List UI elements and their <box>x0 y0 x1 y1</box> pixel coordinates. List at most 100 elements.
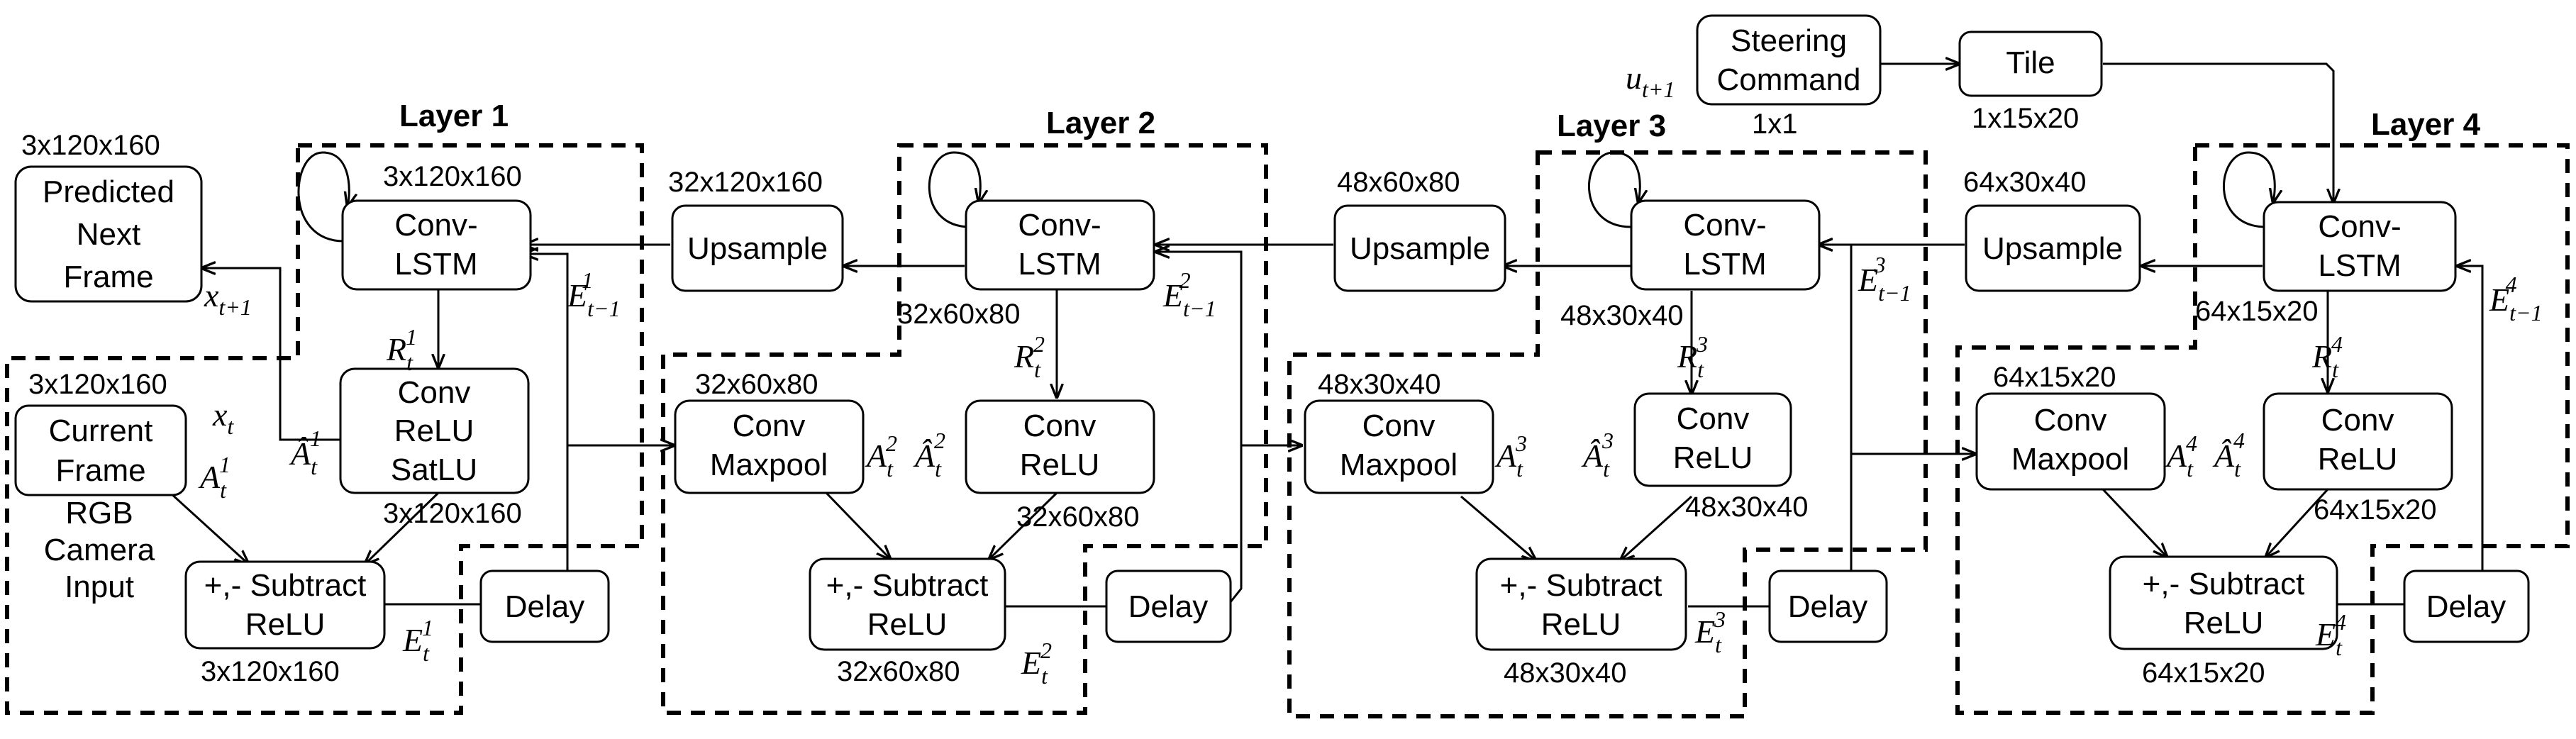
svg-text:64x30x40: 64x30x40 <box>1963 167 2086 198</box>
svg-text:ut+1: ut+1 <box>1626 60 1675 102</box>
svg-text:32x60x80: 32x60x80 <box>695 369 818 400</box>
layer2-outline <box>661 143 1268 715</box>
svg-text:Ât3: Ât3 <box>1581 428 1614 482</box>
layer1-delay-box: Delay <box>479 569 610 643</box>
svg-text:Upsample: Upsample <box>687 231 828 266</box>
svg-text:At1: At1 <box>198 452 231 503</box>
svg-text:48x30x40: 48x30x40 <box>1685 491 1808 523</box>
svg-text:Input: Input <box>65 569 134 604</box>
dimension-labels: 3x120x160 3x120x160 3x120x160 3x120x160 … <box>21 103 2436 689</box>
svg-text:48x30x40: 48x30x40 <box>1504 657 1626 689</box>
svg-text:Upsample: Upsample <box>1350 231 1490 266</box>
svg-text:3x120x160: 3x120x160 <box>383 161 522 192</box>
layer3-lstm-box: Conv-LSTM <box>1630 199 1821 291</box>
svg-text:Et1: Et1 <box>402 615 433 666</box>
layer1-lstm-box: Conv-LSTM <box>341 199 532 291</box>
svg-text:Conv-LSTM: Conv-LSTM <box>394 208 477 282</box>
layer2-upsample-box: Upsample <box>1333 204 1506 292</box>
svg-text:3x120x160: 3x120x160 <box>383 498 522 529</box>
layer1-upsample-box: Upsample <box>671 204 844 292</box>
svg-text:Conv-LSTM: Conv-LSTM <box>1683 208 1766 282</box>
svg-text:1x15x20: 1x15x20 <box>1972 103 2079 134</box>
svg-text:Ât4: Ât4 <box>2212 428 2245 482</box>
svg-text:64x15x20: 64x15x20 <box>2314 494 2436 526</box>
svg-text:1x1: 1x1 <box>1752 109 1798 140</box>
svg-text:xt+1: xt+1 <box>204 277 252 320</box>
layer2-title: Layer 2 <box>1046 106 1155 140</box>
svg-text:48x30x40: 48x30x40 <box>1318 369 1440 400</box>
svg-text:Rt1: Rt1 <box>386 324 417 375</box>
layer2-lstm-box: Conv-LSTM <box>965 199 1155 291</box>
layer1-outline <box>5 143 644 715</box>
svg-text:Et2: Et2 <box>1021 638 1052 689</box>
svg-text:Et4: Et4 <box>2315 609 2346 660</box>
layer4-title: Layer 4 <box>2371 107 2481 142</box>
svg-text:Et−11: Et−11 <box>567 267 618 321</box>
layer1-title: Layer 1 <box>399 99 509 133</box>
layer3-title: Layer 3 <box>1557 109 1666 143</box>
svg-text:48x60x80: 48x60x80 <box>1337 167 1460 198</box>
tile-box: Tile <box>1958 30 2103 97</box>
svg-text:Camera: Camera <box>44 533 155 567</box>
svg-text:Upsample: Upsample <box>1982 231 2123 266</box>
svg-text:3x120x160: 3x120x160 <box>201 656 340 687</box>
svg-text:32x60x80: 32x60x80 <box>1016 501 1139 533</box>
layer3-delay-box: Delay <box>1768 569 1888 643</box>
svg-text:Et−13: Et−13 <box>1858 252 1911 306</box>
svg-text:Delay: Delay <box>2426 589 2506 624</box>
svg-text:Et−12: Et−12 <box>1162 267 1216 321</box>
svg-text:Rt3: Rt3 <box>1677 331 1708 382</box>
layer4-lstm-box: Conv-LSTM <box>2263 201 2457 292</box>
svg-text:Et3: Et3 <box>1694 606 1726 657</box>
svg-text:32x60x80: 32x60x80 <box>837 656 960 687</box>
svg-text:Et−14: Et−14 <box>2489 272 2543 326</box>
svg-text:Conv-LSTM: Conv-LSTM <box>1018 208 1101 282</box>
svg-text:Delay: Delay <box>1128 589 1209 624</box>
svg-text:Delay: Delay <box>505 589 585 624</box>
connections <box>169 64 2484 608</box>
svg-text:At4: At4 <box>2165 430 2197 482</box>
layer4-delay-box: Delay <box>2403 569 2530 643</box>
svg-text:At2: At2 <box>865 430 897 482</box>
svg-text:64x15x20: 64x15x20 <box>2195 296 2318 327</box>
svg-text:Ât2: Ât2 <box>913 428 945 482</box>
layer3-outline <box>1287 150 1928 718</box>
symbol-labels: ut+1 xt+1 xt Rt1 At1 Ât1 Et1 Et−11 Rt2 A… <box>198 60 2543 689</box>
svg-text:32x120x160: 32x120x160 <box>668 167 823 198</box>
svg-text:Conv-LSTM: Conv-LSTM <box>2318 209 2401 283</box>
svg-text:Tile: Tile <box>2006 45 2055 80</box>
layer4-outline <box>1955 143 2570 715</box>
svg-text:64x15x20: 64x15x20 <box>2142 657 2265 689</box>
layer3-upsample-box: Upsample <box>1965 204 2141 292</box>
svg-text:Rt2: Rt2 <box>1014 331 1045 382</box>
svg-text:Rt4: Rt4 <box>2311 331 2343 382</box>
svg-text:3x120x160: 3x120x160 <box>28 369 167 400</box>
svg-text:32x60x80: 32x60x80 <box>897 299 1020 330</box>
svg-text:Delay: Delay <box>1788 589 1868 624</box>
svg-text:48x30x40: 48x30x40 <box>1560 300 1683 331</box>
svg-text:At3: At3 <box>1494 430 1527 482</box>
svg-text:3x120x160: 3x120x160 <box>21 130 160 161</box>
